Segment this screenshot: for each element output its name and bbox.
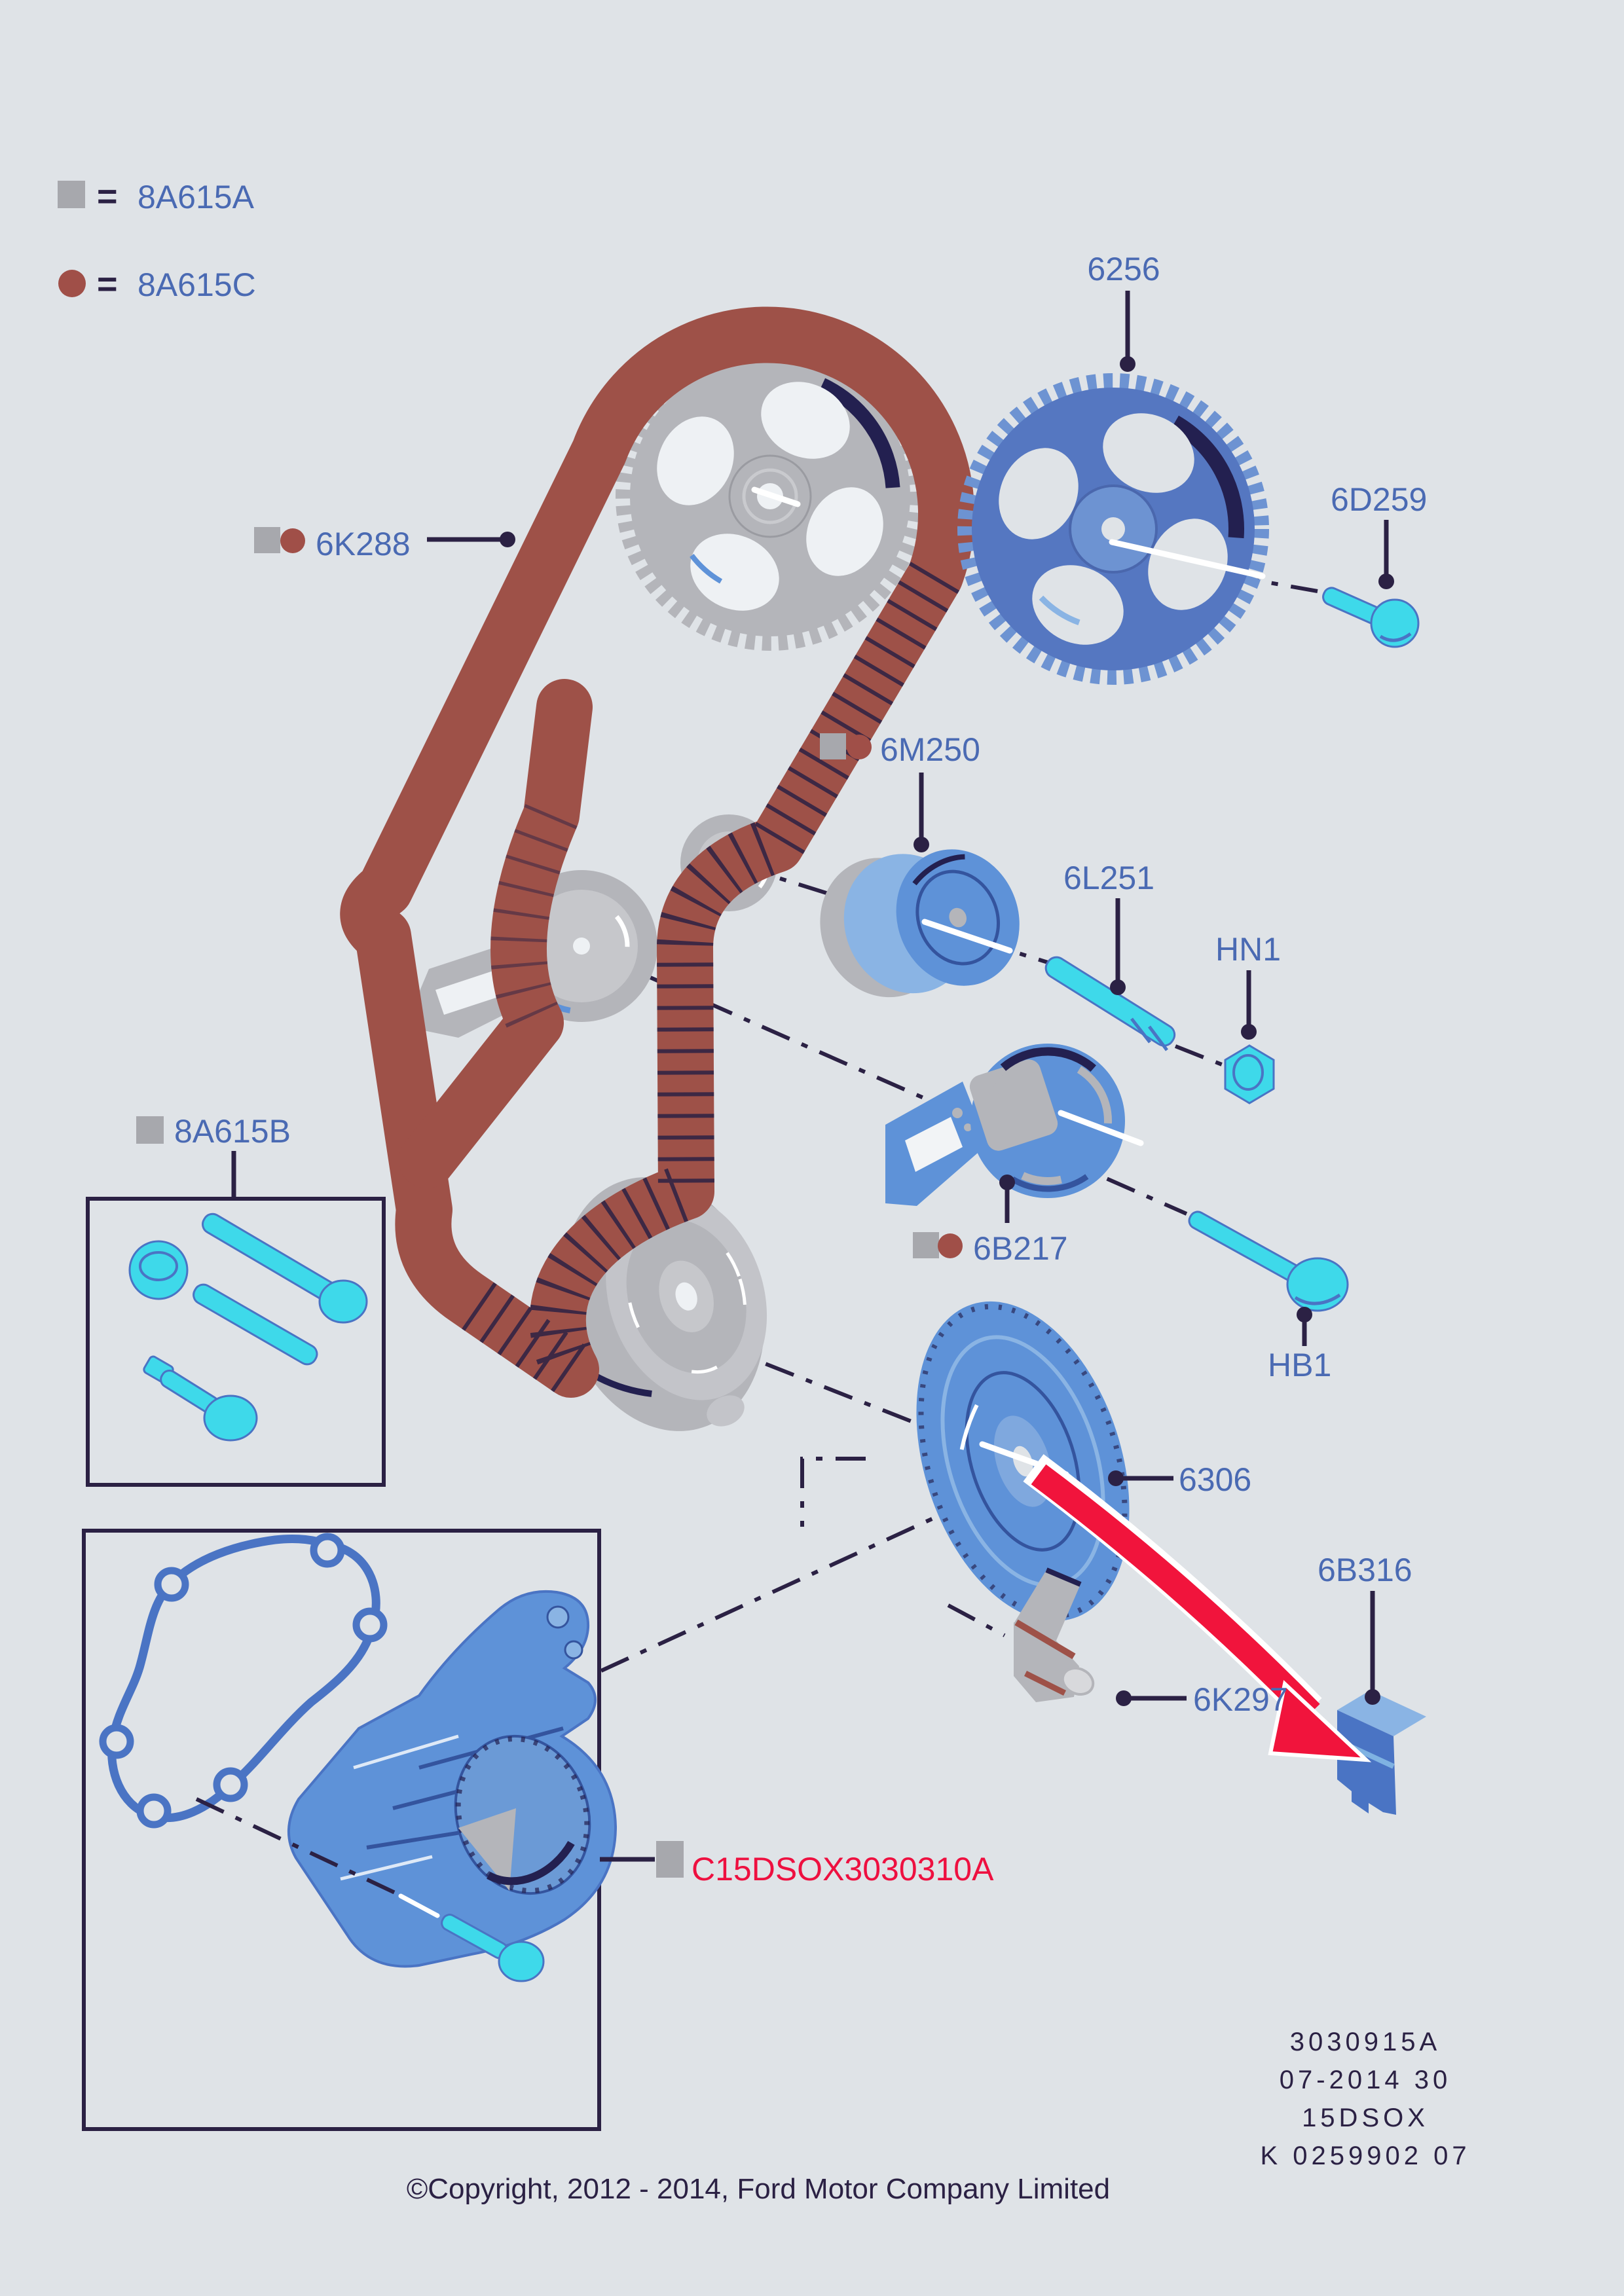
plate-line-3: 15DSOX <box>1302 2104 1429 2132</box>
legend-eq-1: = <box>97 177 118 216</box>
crank-bolt-tab <box>707 1395 745 1427</box>
label-water-pump-kit[interactable]: C15DSOX3030310A <box>692 1851 994 1887</box>
callout-6K288: 6K288 <box>254 526 515 562</box>
pump-bolt <box>441 1914 545 1982</box>
belt-teeth <box>450 562 959 1393</box>
bolt-kit-box <box>86 1197 386 1487</box>
label-idler-stud[interactable]: 6L251 <box>1063 860 1154 896</box>
key-6B316 <box>1337 1690 1426 1815</box>
plate-line-1: 3030915A <box>1290 2028 1441 2056</box>
callout-HN1: HN1 <box>1215 931 1281 1040</box>
camshaft-gear-gray <box>616 342 925 651</box>
copyright-text: ©Copyright, 2012 - 2014, Ford Motor Comp… <box>407 2173 1110 2205</box>
legend-eq-2: = <box>97 264 118 304</box>
callout-6D259: 6D259 <box>1331 481 1427 589</box>
kit-bolt <box>143 1355 258 1442</box>
marker-circle <box>938 1233 963 1258</box>
idler-stud-6L251 <box>1044 956 1176 1051</box>
pump-axis-dash <box>195 1797 406 1899</box>
bracket-6K297 <box>1014 1567 1095 1702</box>
axis-pump-drop <box>800 1457 866 1527</box>
legend-square-marker <box>58 181 85 208</box>
label-idler-nut[interactable]: HN1 <box>1215 931 1281 968</box>
legend-circle-marker <box>58 270 86 297</box>
callout-6256: 6256 <box>1087 251 1160 372</box>
axis-bracket <box>947 1603 1006 1637</box>
label-camshaft-gear[interactable]: 6256 <box>1087 251 1160 287</box>
install-arrow <box>1023 1454 1372 1762</box>
cam-bolt-6D259 <box>1322 587 1420 648</box>
callout-6L251: 6L251 <box>1063 860 1154 995</box>
crankshaft-sprocket <box>538 1177 788 1431</box>
axis-idler-nut <box>1174 1044 1230 1069</box>
marker-square <box>254 527 280 553</box>
idler-nut-HN1 <box>1224 1044 1275 1104</box>
kit-stud-long <box>202 1212 368 1324</box>
label-crank-pulley[interactable]: 6306 <box>1179 1461 1251 1498</box>
camshaft-gear-6256 <box>957 373 1269 685</box>
timing-belt <box>340 306 975 1398</box>
marker-square <box>913 1232 939 1258</box>
callout-6M250: 6M250 <box>820 731 980 852</box>
callout-water-pump: C15DSOX3030310A <box>600 1841 994 1887</box>
label-tensioner[interactable]: 6B217 <box>973 1230 1068 1267</box>
legend-code-8A615A[interactable]: 8A615A <box>138 179 255 215</box>
label-bracket[interactable]: 6K297 <box>1193 1681 1288 1718</box>
label-cam-bolt[interactable]: 6D259 <box>1331 481 1427 518</box>
plate-line-2: 07-2014 30 <box>1280 2066 1451 2094</box>
pump-body <box>287 1590 618 1968</box>
axis-pump-link <box>600 1510 948 1673</box>
label-bolt-kit[interactable]: 8A615B <box>174 1113 291 1150</box>
marker-square <box>820 733 846 759</box>
plate-block: 3030915A 07-2014 30 15DSOX K 0259902 07 <box>1260 2028 1470 2170</box>
callout-6306: 6306 <box>1108 1461 1251 1498</box>
callout-6B217: 6B217 <box>913 1175 1068 1267</box>
water-pump-box <box>82 1529 618 2131</box>
label-timing-belt[interactable]: 6K288 <box>316 526 411 562</box>
marker-circle <box>280 528 305 553</box>
marker-square <box>136 1116 164 1144</box>
callout-HB1: HB1 <box>1268 1307 1331 1383</box>
callout-6B316: 6B316 <box>1318 1552 1412 1705</box>
idler-pulley-6M250 <box>820 849 1020 998</box>
callout-6K297: 6K297 <box>1116 1681 1288 1718</box>
pump-gasket <box>99 1533 388 1829</box>
plate-line-4: K 0259902 07 <box>1260 2141 1470 2170</box>
legend-code-8A615C[interactable]: 8A615C <box>138 266 256 303</box>
kit-nut <box>128 1240 189 1300</box>
marker-square <box>656 1841 684 1878</box>
legend: = 8A615A = 8A615C <box>58 177 256 304</box>
belt-loop <box>340 306 975 1398</box>
tensioner-bolt-HB1 <box>1188 1211 1349 1312</box>
label-tensioner-bolt[interactable]: HB1 <box>1268 1347 1331 1383</box>
kit-stud-short <box>193 1283 318 1366</box>
label-key[interactable]: 6B316 <box>1318 1552 1412 1588</box>
callout-8A615B: 8A615B <box>136 1113 291 1197</box>
marker-circle <box>847 735 872 759</box>
label-idler[interactable]: 6M250 <box>880 731 980 768</box>
tensioner-6B217 <box>885 1044 1125 1206</box>
